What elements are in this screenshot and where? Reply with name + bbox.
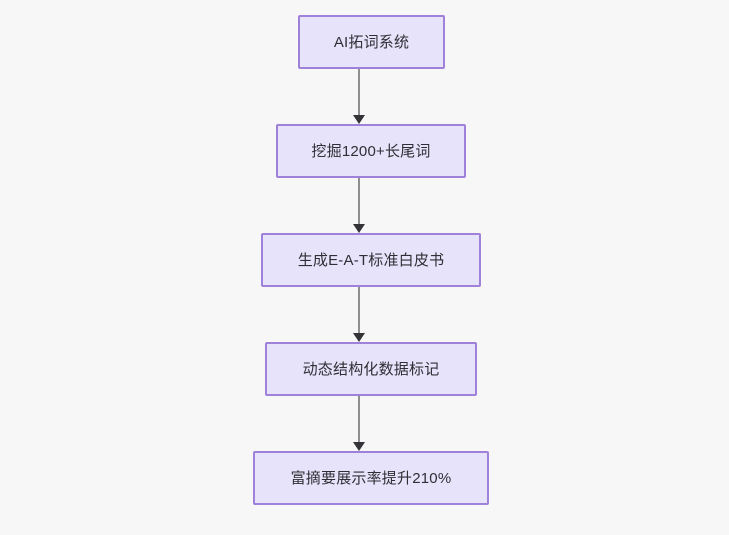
flow-node-label: 挖掘1200+长尾词	[311, 142, 431, 160]
flow-node-label: 富摘要展示率提升210%	[290, 469, 452, 487]
connector-line	[358, 69, 360, 116]
connector-arrow-n2-n3	[347, 178, 371, 233]
connector-line	[358, 396, 360, 443]
flow-node-dynamic-structured-data-markup[interactable]: 动态结构化数据标记	[265, 342, 477, 396]
arrowhead-icon	[353, 333, 365, 342]
flow-node-mine-longtail-keywords[interactable]: 挖掘1200+长尾词	[276, 124, 466, 178]
flow-node-rich-snippet-rate-increase[interactable]: 富摘要展示率提升210%	[253, 451, 489, 505]
connector-line	[358, 287, 360, 334]
connector-arrow-n1-n2	[347, 69, 371, 124]
connector-arrow-n4-n5	[347, 396, 371, 451]
flow-node-label: 生成E-A-T标准白皮书	[297, 251, 445, 269]
arrowhead-icon	[353, 115, 365, 124]
connector-arrow-n3-n4	[347, 287, 371, 342]
connector-line	[358, 178, 360, 225]
flow-node-generate-eat-whitepaper[interactable]: 生成E-A-T标准白皮书	[261, 233, 481, 287]
flow-node-label: AI拓词系统	[333, 33, 410, 51]
flow-node-ai-keyword-system[interactable]: AI拓词系统	[298, 15, 445, 69]
arrowhead-icon	[353, 442, 365, 451]
arrowhead-icon	[353, 224, 365, 233]
flow-node-label: 动态结构化数据标记	[302, 360, 440, 378]
